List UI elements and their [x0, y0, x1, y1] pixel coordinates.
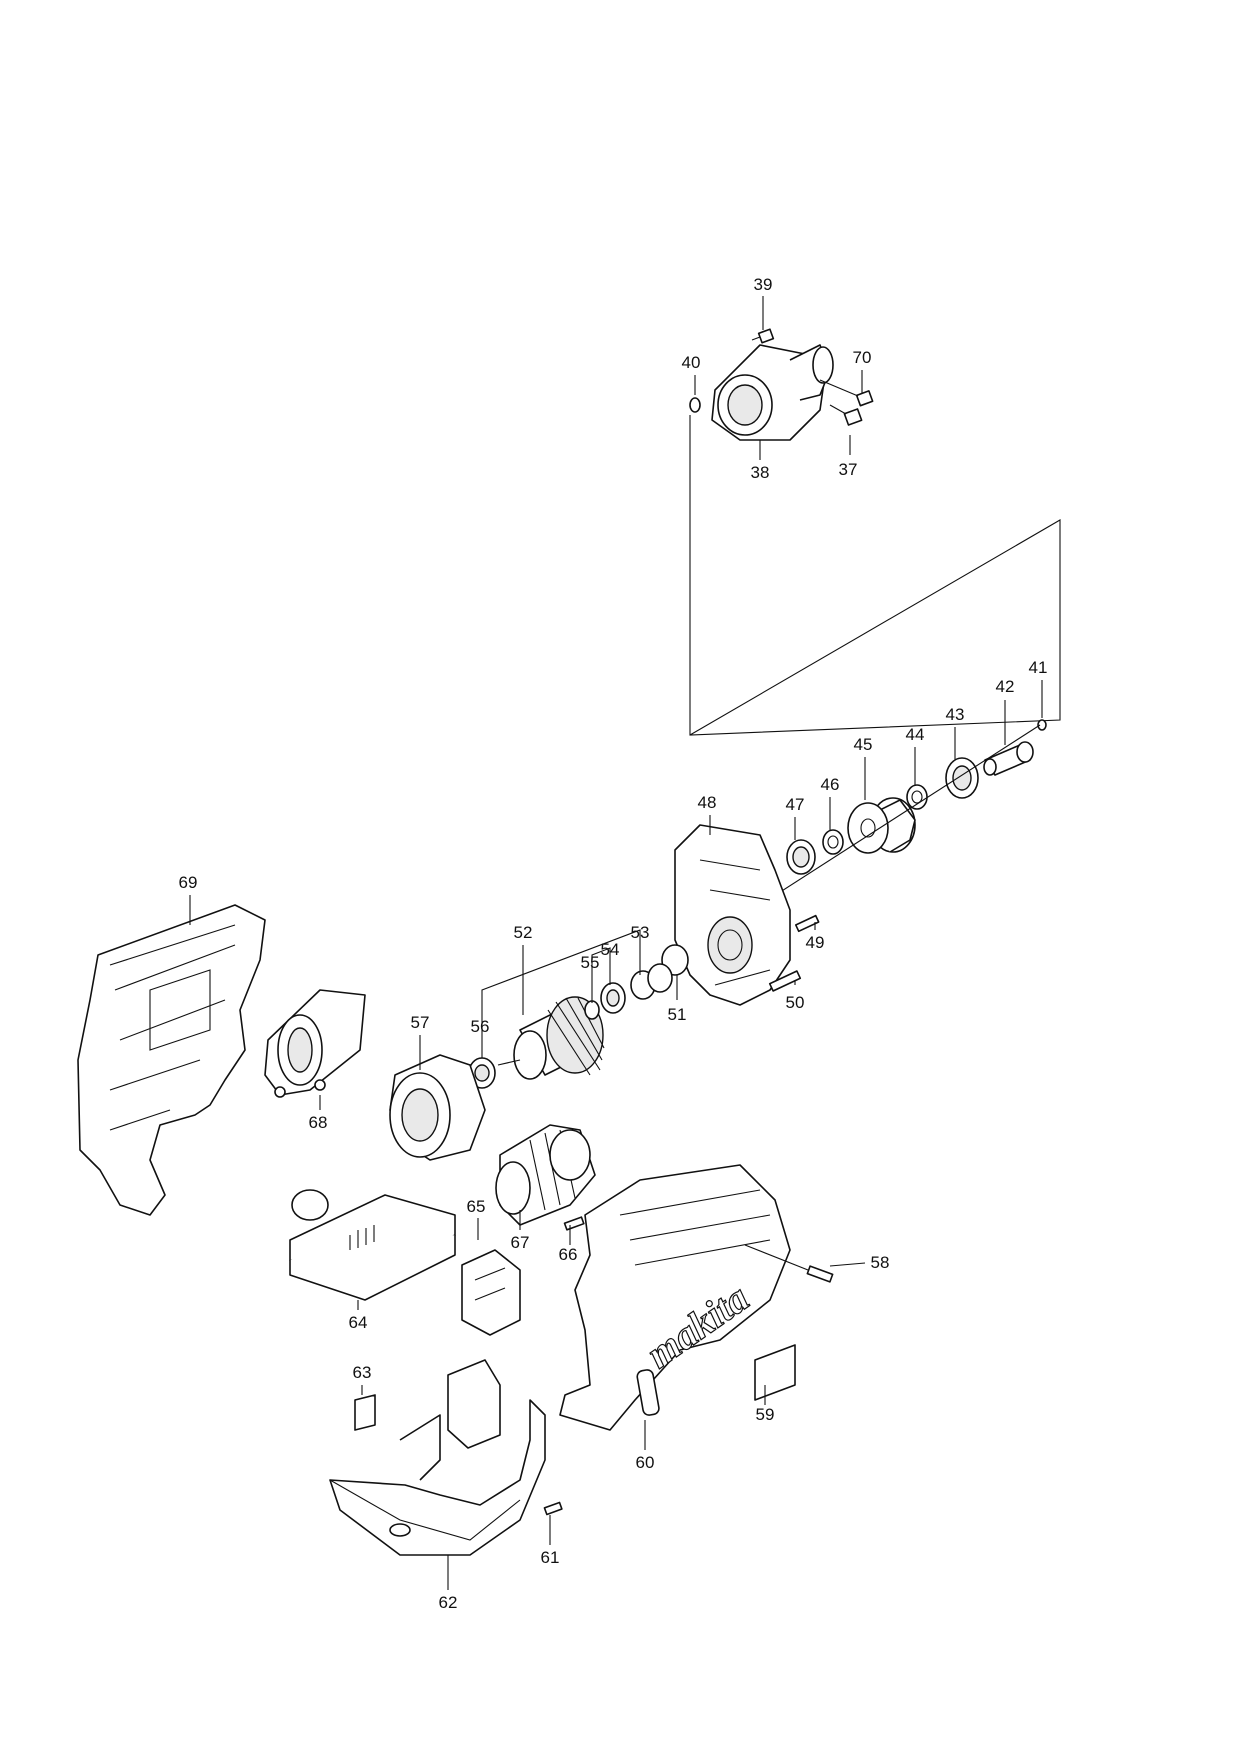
callout-labels: 39 40 70 37 38 41 42 43 44 45 46 47 48 4… [179, 275, 1048, 1612]
callout-69: 69 [179, 873, 198, 892]
callout-41: 41 [1029, 658, 1048, 677]
part-62-base [329, 1399, 546, 1556]
callout-61: 61 [541, 1548, 560, 1567]
part-48-bearing-housing [674, 824, 791, 1006]
callout-46: 46 [821, 775, 840, 794]
part-55-ring [584, 1000, 600, 1020]
callout-43: 43 [946, 705, 965, 724]
part-38-gear-housing [711, 344, 834, 441]
callout-49: 49 [806, 933, 825, 952]
callout-60: 60 [636, 1453, 655, 1472]
part-69-housing-half [77, 904, 266, 1216]
part-39-screw [751, 328, 775, 344]
callout-64: 64 [349, 1313, 368, 1332]
part-65-switch [461, 1249, 521, 1336]
callout-59: 59 [756, 1405, 775, 1424]
callout-65: 65 [467, 1197, 486, 1216]
part-37-screw [829, 404, 863, 426]
callout-57: 57 [411, 1013, 430, 1032]
callout-62: 62 [439, 1593, 458, 1612]
part-53-sleeve [630, 963, 673, 1000]
callout-45: 45 [854, 735, 873, 754]
part-45-gear [847, 797, 916, 854]
callout-56: 56 [471, 1017, 490, 1036]
part-switch-lower [447, 1359, 501, 1449]
part-42-shaft [983, 741, 1034, 776]
part-68-bracket [264, 989, 366, 1098]
callout-52: 52 [514, 923, 533, 942]
part-47-bearing [786, 839, 816, 875]
part-50-screw [768, 970, 802, 992]
callout-47: 47 [786, 795, 805, 814]
part-61-screw [543, 1501, 563, 1516]
callout-68: 68 [309, 1113, 328, 1132]
callout-66: 66 [559, 1245, 578, 1264]
callout-48: 48 [698, 793, 717, 812]
group-bracket-54-55 [591, 947, 611, 970]
part-41-ring [1037, 719, 1047, 731]
callout-37: 37 [839, 460, 858, 479]
group-bracket-52-56 [481, 929, 641, 995]
callout-53: 53 [631, 923, 650, 942]
part-57-stator [389, 1054, 486, 1161]
part-67-field-unit [495, 1124, 596, 1226]
part-70-screw [819, 379, 874, 407]
group-frame-line [689, 415, 1061, 736]
callout-58: 58 [871, 1253, 890, 1272]
callout-44: 44 [906, 725, 925, 744]
callout-63: 63 [353, 1363, 372, 1382]
callout-39: 39 [754, 275, 773, 294]
callout-38: 38 [751, 463, 770, 482]
callout-70: 70 [853, 348, 872, 367]
part-46-washer [822, 829, 844, 855]
callout-50: 50 [786, 993, 805, 1012]
part-52-armature [497, 996, 605, 1080]
callout-40: 40 [682, 353, 701, 372]
callout-42: 42 [996, 677, 1015, 696]
part-43-bearing [945, 757, 979, 799]
callout-54: 54 [601, 940, 620, 959]
part-44-washer [906, 784, 928, 810]
callout-67: 67 [511, 1233, 530, 1252]
part-59-label [754, 1344, 796, 1401]
part-49-screw [794, 914, 820, 933]
part-66-screw [563, 1216, 585, 1231]
part-54-bearing [600, 982, 626, 1014]
part-40-pin [689, 397, 701, 413]
part-63-label [354, 1394, 376, 1431]
part-64-controller [289, 1189, 456, 1301]
leader-lines [189, 296, 1043, 1590]
part-58-screw [744, 1244, 834, 1283]
callout-51: 51 [668, 1005, 687, 1024]
callout-55: 55 [581, 953, 600, 972]
